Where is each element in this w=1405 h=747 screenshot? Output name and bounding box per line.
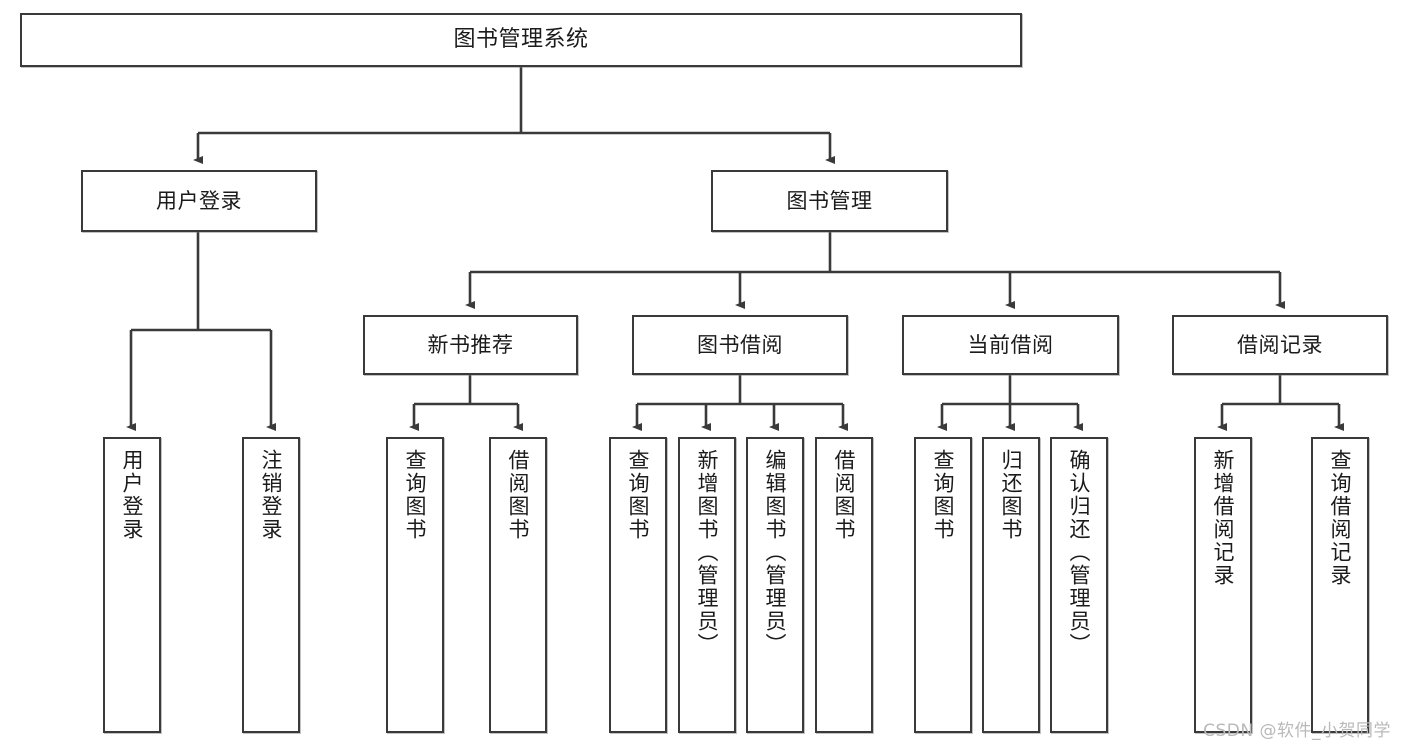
csdn-watermark: CSDN @软件_小贺同学 — [1203, 721, 1391, 741]
node-book-manage[interactable]: 图书管理 — [711, 170, 948, 232]
node-leaf-return-book[interactable]: 归还图书 — [982, 437, 1040, 733]
node-leaf-query-book-1[interactable]: 查询图书 — [386, 437, 444, 733]
node-new-book-rec-label: 新书推荐 — [427, 332, 514, 357]
node-user-login[interactable]: 用户登录 — [81, 170, 317, 232]
node-leaf-edit-book-label: 编辑图书（管理员） — [763, 449, 788, 656]
node-leaf-add-book[interactable]: 新增图书（管理员） — [678, 437, 736, 733]
node-borrow-record[interactable]: 借阅记录 — [1172, 315, 1388, 375]
node-leaf-query-record-label: 查询借阅记录 — [1328, 449, 1353, 587]
node-new-book-rec[interactable]: 新书推荐 — [363, 315, 578, 375]
node-leaf-add-book-label: 新增图书（管理员） — [695, 449, 720, 656]
node-current-borrow-label: 当前借阅 — [967, 332, 1054, 357]
node-leaf-borrow-book-2[interactable]: 借阅图书 — [815, 437, 873, 733]
node-leaf-query-book-3[interactable]: 查询图书 — [914, 437, 972, 733]
node-leaf-query-book-1-label: 查询图书 — [403, 449, 428, 541]
node-user-login-label: 用户登录 — [156, 188, 242, 213]
node-leaf-confirm-return-label: 确认归还（管理员） — [1067, 449, 1092, 656]
node-leaf-add-record-label: 新增借阅记录 — [1211, 449, 1236, 587]
node-book-borrow[interactable]: 图书借阅 — [632, 315, 848, 375]
node-leaf-borrow-book-1-label: 借阅图书 — [506, 449, 531, 541]
node-leaf-borrow-book-2-label: 借阅图书 — [832, 449, 857, 541]
node-book-manage-label: 图书管理 — [786, 188, 873, 213]
node-leaf-confirm-return[interactable]: 确认归还（管理员） — [1050, 437, 1108, 733]
node-leaf-user-login-label: 用户登录 — [120, 449, 145, 541]
node-leaf-user-login[interactable]: 用户登录 — [103, 437, 161, 733]
node-leaf-return-book-label: 归还图书 — [999, 449, 1024, 541]
node-leaf-edit-book[interactable]: 编辑图书（管理员） — [746, 437, 804, 733]
node-root[interactable]: 图书管理系统 — [20, 13, 1022, 67]
node-leaf-logout-label: 注销登录 — [259, 449, 284, 541]
node-borrow-record-label: 借阅记录 — [1237, 332, 1323, 357]
node-leaf-query-book-3-label: 查询图书 — [931, 449, 956, 541]
node-current-borrow[interactable]: 当前借阅 — [902, 315, 1119, 375]
node-leaf-query-book-2[interactable]: 查询图书 — [609, 437, 667, 733]
node-root-label: 图书管理系统 — [453, 27, 589, 53]
node-leaf-query-record[interactable]: 查询借阅记录 — [1311, 437, 1369, 733]
node-leaf-logout[interactable]: 注销登录 — [242, 437, 300, 733]
node-leaf-borrow-book-1[interactable]: 借阅图书 — [489, 437, 547, 733]
node-book-borrow-label: 图书借阅 — [697, 332, 783, 357]
node-leaf-add-record[interactable]: 新增借阅记录 — [1194, 437, 1252, 733]
node-leaf-query-book-2-label: 查询图书 — [626, 449, 651, 541]
